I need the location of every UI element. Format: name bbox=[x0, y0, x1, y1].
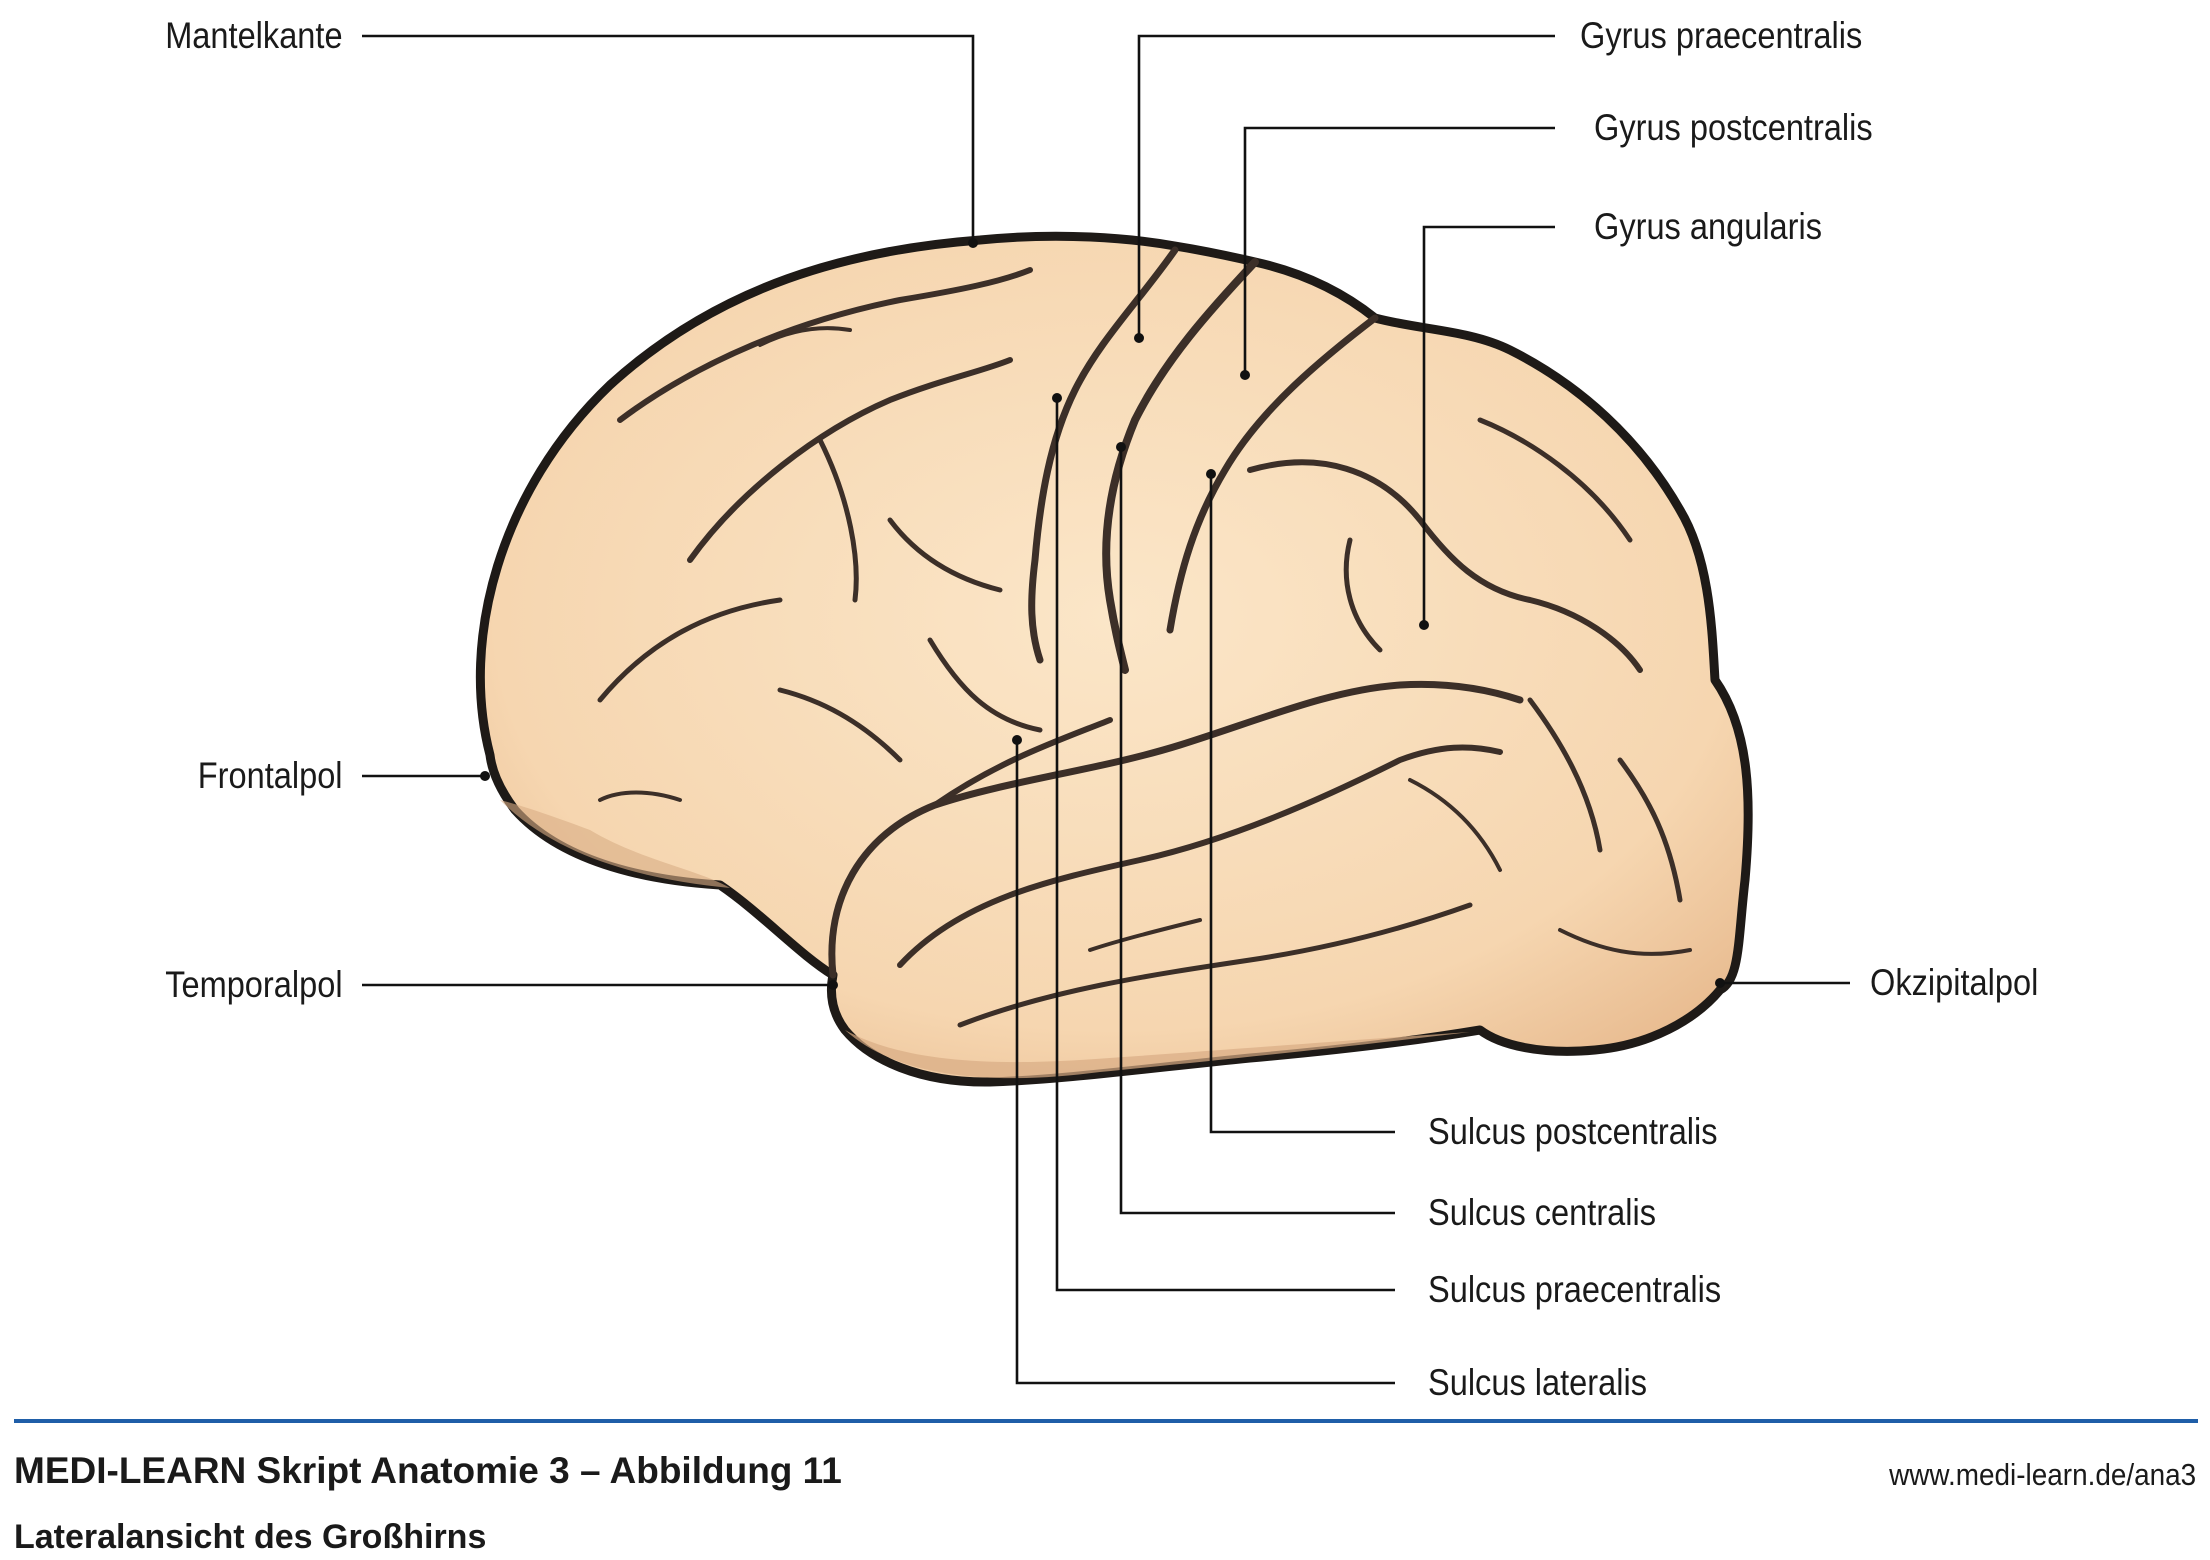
leader-gyrus-postcentralis bbox=[1243, 126, 1555, 375]
leader-gyrus-angularis bbox=[1422, 225, 1555, 625]
label-sulcus-lateralis: Sulcus lateralis bbox=[1428, 1362, 1647, 1403]
frontal-sulcus-superior bbox=[617, 267, 1033, 423]
dot-mantelkante bbox=[968, 238, 978, 248]
dot-frontalpol bbox=[480, 771, 490, 781]
cerebrum-outline bbox=[475, 231, 1753, 1087]
brain-illustration bbox=[362, 34, 1850, 1385]
dot-okzipitalpol bbox=[1715, 978, 1725, 988]
leader-mantelkante bbox=[362, 34, 975, 243]
label-frontalpol: Frontalpol bbox=[198, 755, 343, 796]
frontal-sulcus-inferior bbox=[687, 357, 1013, 563]
dot-gyrus-angularis bbox=[1419, 620, 1429, 630]
dot-sulcus-praecentralis bbox=[1052, 393, 1062, 403]
leader-lines bbox=[362, 34, 1850, 1385]
label-gyrus-angularis: Gyrus angularis bbox=[1594, 206, 1823, 247]
footer-title: MEDI-LEARN Skript Anatomie 3 – Abbildung… bbox=[14, 1450, 842, 1491]
leader-sulcus-centralis bbox=[1119, 447, 1395, 1215]
temporal-base-shadow bbox=[845, 1030, 1470, 1079]
leader-sulcus-praecentralis bbox=[1055, 398, 1395, 1292]
label-temporalpol: Temporalpol bbox=[165, 964, 343, 1005]
sulcus-centralis-line bbox=[1102, 258, 1259, 674]
temporal-sulcus-superior bbox=[897, 744, 1503, 968]
dot-sulcus-lateralis bbox=[1012, 735, 1022, 745]
label-sulcus-praecentralis: Sulcus praecentralis bbox=[1428, 1269, 1722, 1310]
label-okzipitalpol: Okzipitalpol bbox=[1870, 962, 2039, 1003]
footer-subtitle: Lateralansicht des Großhirns bbox=[14, 1518, 487, 1556]
leader-sulcus-lateralis bbox=[1015, 740, 1395, 1385]
dot-gyrus-postcentralis bbox=[1240, 370, 1250, 380]
leader-gyrus-praecentralis bbox=[1137, 34, 1555, 338]
label-sulcus-centralis: Sulcus centralis bbox=[1428, 1192, 1657, 1233]
sulcus-lateralis-line bbox=[828, 680, 1524, 979]
footer-rule bbox=[14, 1419, 2198, 1423]
sulcus-praecentralis-line bbox=[1028, 246, 1179, 664]
label-mantelkante: Mantelkante bbox=[165, 15, 343, 56]
dot-gyrus-praecentralis bbox=[1134, 333, 1144, 343]
intraparietal-sulcus bbox=[1247, 459, 1643, 673]
label-gyrus-praecentralis: Gyrus praecentralis bbox=[1580, 15, 1863, 56]
dot-temporalpol bbox=[828, 980, 838, 990]
leader-dots bbox=[480, 238, 1725, 990]
dot-sulcus-postcentralis bbox=[1206, 469, 1216, 479]
temporal-sulcus-inferior bbox=[957, 902, 1473, 1028]
sulcus-postcentralis-line bbox=[1166, 314, 1379, 634]
footer-url-link[interactable]: www.medi-learn.de/ana3 bbox=[1888, 1457, 2196, 1492]
label-gyrus-postcentralis: Gyrus postcentralis bbox=[1594, 107, 1873, 148]
leader-sulcus-postcentralis bbox=[1209, 474, 1395, 1134]
brain-lateral-figure: Mantelkante Frontalpol Temporalpol Gyrus… bbox=[165, 15, 2039, 1403]
dot-sulcus-centralis bbox=[1116, 442, 1126, 452]
label-sulcus-postcentralis: Sulcus postcentralis bbox=[1428, 1111, 1718, 1152]
frontal-base-shadow bbox=[500, 800, 730, 888]
